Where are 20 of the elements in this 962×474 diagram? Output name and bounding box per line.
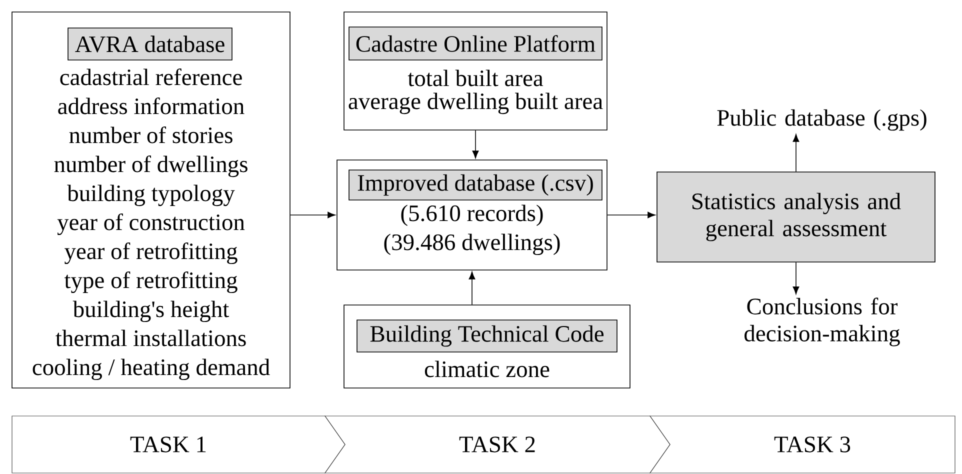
arrow [468,272,476,305]
arrow [472,130,479,158]
arrow [792,134,800,172]
source-box: AVRA database cadastrial reference address information number of stories number of dwellings building typology year of construction year of retrofitting type of retrofitting building's height thermal installations cooling / heating demand [12,12,290,388]
heading-label: Cadastre Online Platform [348,26,602,60]
task-band: TASK 2 [324,416,670,474]
output-label: Conclusions for decision-making [744,298,900,346]
heading-label: AVRA database [68,28,232,60]
process-box: Statistics analysis and general assessment [656,172,936,262]
output-label: Public database (.gps) [717,109,926,131]
heading-label: Building Technical Code [356,320,618,352]
task-band: TASK 1 [12,416,346,474]
heading-label: Improved database (.csv) [348,170,602,200]
arrow [607,212,656,218]
source-box: Cadastre Online Platform total built area average dwelling built area [344,12,608,130]
task-band: TASK 3 [649,416,956,474]
source-box: Improved database (.csv) (5.610 records) (39.486 dwellings) [336,160,608,270]
arrow [290,212,336,218]
source-box: Building Technical Code climatic zone [344,304,630,388]
arrow [792,262,800,294]
